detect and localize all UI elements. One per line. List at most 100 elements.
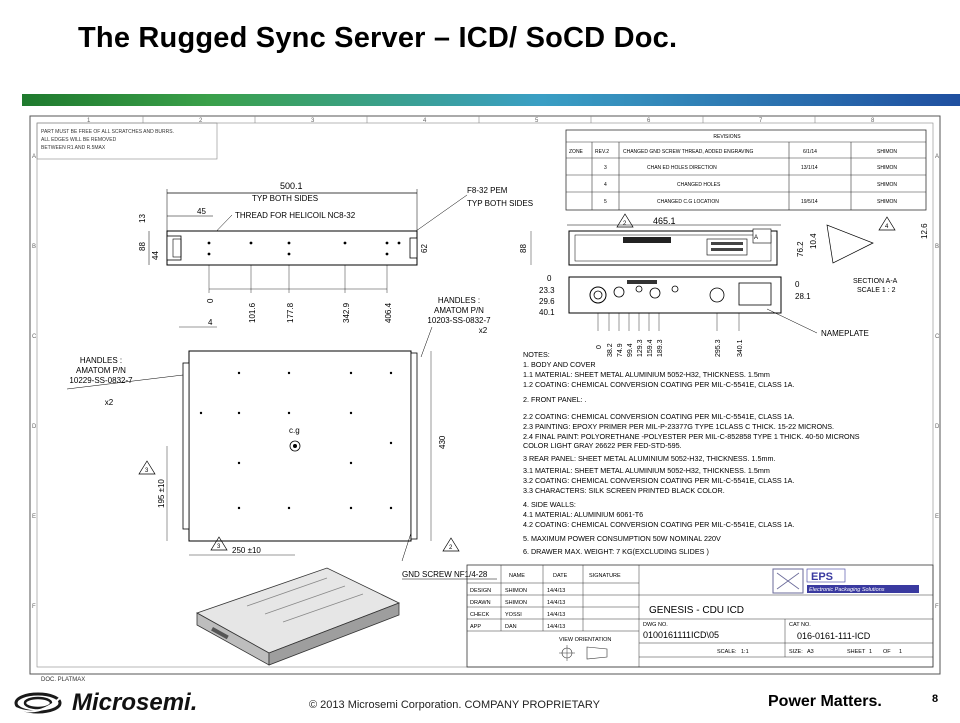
rear-dim: 340.1 (737, 339, 744, 357)
note-line: 3.2 COATING: CHEMICAL CONVERSION COATING… (523, 476, 794, 485)
rear-dim: 99.4 (627, 343, 634, 357)
handles-label: HANDLES : (438, 296, 480, 305)
row-letter: C (32, 334, 37, 340)
badge: 2 (449, 545, 453, 551)
row-letter: B (935, 244, 939, 250)
note-line: 2.3 PAINTING: EPOXY PRIMER PER MIL-P-233… (523, 422, 834, 431)
badge: 3 (145, 468, 149, 474)
tb-cell: 14/4/13 (547, 624, 565, 630)
scale-label: SCALE: (717, 649, 737, 655)
rev-cell: 3 (604, 165, 607, 171)
isometric-view (196, 567, 401, 666)
front-dim: 76.2 (796, 241, 805, 257)
note-line: 4.1 MATERIAL: ALUMINIUM 6061-T6 (523, 510, 643, 519)
note-line: 2.4 FINAL PAINT: POLYORETHANE -POLYESTER… (523, 432, 860, 441)
rev-cell: CHANGED HOLES (677, 182, 721, 188)
accent-bar (22, 94, 960, 106)
tb-cell: YOSSI (505, 612, 522, 618)
front-dim: 12.6 (920, 223, 929, 239)
pem-label: F8-32 PEM (467, 186, 508, 195)
front-view: 2 465.1 A 88 76.2 10.4 12.6 4 SECTION A-… (519, 213, 929, 357)
handles-label: 10229-SS-0832-7 (69, 376, 133, 385)
handles-label: x2 (479, 326, 488, 335)
size-label: SIZE: (789, 649, 803, 655)
note-line: 3.1 MATERIAL: SHEET METAL ALUMINIUM 5052… (523, 466, 770, 475)
tb-cell: 14/4/13 (547, 600, 565, 606)
width-dim: 465.1 (653, 216, 676, 226)
tb-col: NAME (509, 573, 525, 579)
rev-col: REV.2 (595, 149, 609, 155)
rear-dim: 0 (596, 345, 603, 349)
copyright-text: © 2013 Microsemi Corporation. COMPANY PR… (309, 699, 600, 711)
row-letter: A (935, 154, 939, 160)
company-name: Electronic Packaging Solutions (809, 587, 885, 593)
depth-dim: 430 (438, 435, 447, 449)
dwg-label: DWG NO. (643, 622, 668, 628)
top-note: PART MUST BE FREE OF ALL SCRATCHES AND B… (36, 122, 218, 160)
rev-col: ZONE (569, 149, 584, 155)
dim-4: 4 (208, 318, 213, 327)
col-number: 4 (423, 118, 427, 124)
note-line: 5. MAXIMUM POWER CONSUMPTION 50W NOMINAL… (523, 534, 721, 543)
page-number: 8 (932, 693, 939, 705)
note-line: 6. DRAWER MAX. WEIGHT: 7 KG(EXCLUDING SL… (523, 547, 709, 556)
row-letter: F (935, 604, 939, 610)
note-line: 3.3 CHARACTERS: SILK SCREEN PRINTED BLAC… (523, 486, 725, 495)
col-number: 3 (311, 118, 315, 124)
rev-cell: CHAN ED HOLES DIRECTION (647, 165, 717, 171)
handles-label: x2 (105, 398, 114, 407)
cg-label: c.g (289, 426, 300, 435)
cat-number: 016-0161-111-ICD (797, 631, 871, 641)
rev-cell: SHIMON (877, 182, 897, 188)
slide-title: The Rugged Sync Server – ICD/ SoCD Doc. (78, 22, 678, 54)
logo-swoosh-icon (14, 692, 62, 714)
microsemi-logo: Microsemi. (14, 688, 197, 718)
height-dim: 44 (151, 251, 160, 260)
tb-cell: APP (470, 624, 481, 630)
note-line: 4. SIDE WALLS: (523, 500, 576, 509)
tb-cell: DAN (505, 624, 517, 630)
doc-label: DOC. PLATMAX (41, 677, 85, 683)
row-letter: B (32, 244, 36, 250)
tagline: Power Matters. (768, 693, 882, 710)
revisions-header: REVISIONS (713, 134, 741, 140)
col-number: 7 (759, 118, 763, 124)
note-line: BETWEEN R1 AND R.5MAX (41, 145, 106, 151)
front-dim: 10.4 (809, 233, 818, 249)
front-dim: 0 (795, 280, 800, 289)
row-letter: C (935, 334, 940, 340)
revisions-table: REVISIONS ZONE REV.2 CHANGED GND SCREW T… (565, 129, 927, 211)
row-letter: E (935, 514, 939, 520)
dwg-number: 0100161111ICD\05 (643, 630, 719, 640)
tb-cell: 14/4/13 (547, 588, 565, 594)
tb-cell: CHECK (470, 612, 490, 618)
rev-cell: 13/1/14 (801, 165, 818, 171)
handles-label: 10203-SS-0832-7 (427, 316, 491, 325)
length-dim: 500.1 (280, 181, 303, 191)
plan-view: 4 c.g 430 195 ±10 3 250 ±10 3 2 HANDLES … (66, 296, 497, 580)
of-value: 1 (899, 649, 902, 655)
section-title: SECTION A-A (853, 278, 898, 285)
rev-col: 6/1/14 (803, 149, 817, 155)
x-dim: 101.6 (248, 302, 257, 323)
tb-col: DATE (553, 573, 568, 579)
side-view: 500.1 TYP BOTH SIDES 45 THREAD FOR HELIC… (138, 181, 533, 323)
handles-label: AMATOM P/N (76, 366, 126, 375)
badge: 2 (623, 221, 627, 227)
handles-label: HANDLES : (80, 356, 122, 365)
note-line: 1. BODY AND COVER (523, 360, 596, 369)
front-dim: 0 (547, 274, 552, 283)
height-dim: 88 (138, 242, 147, 251)
tb-cell: SHIMON (505, 600, 527, 606)
typ-label: TYP BOTH SIDES (252, 194, 318, 203)
note-line: 1.1 MATERIAL: SHEET METAL ALUMINIUM 5052… (523, 370, 770, 379)
scale-value: 1:1 (741, 649, 749, 655)
rear-dim: 189.3 (657, 339, 664, 357)
cat-label: CAT NO. (789, 622, 811, 628)
size-value: A3 (807, 649, 814, 655)
x-dim: 0 (206, 298, 215, 303)
rev-cell: 19/5/14 (801, 199, 818, 205)
note-line: 2.2 COATING: CHEMICAL CONVERSION COATING… (523, 412, 794, 421)
title-block: NAME DATE SIGNATURE DESIGN SHIMON 14/4/1… (466, 564, 934, 668)
row-letter: A (32, 154, 36, 160)
